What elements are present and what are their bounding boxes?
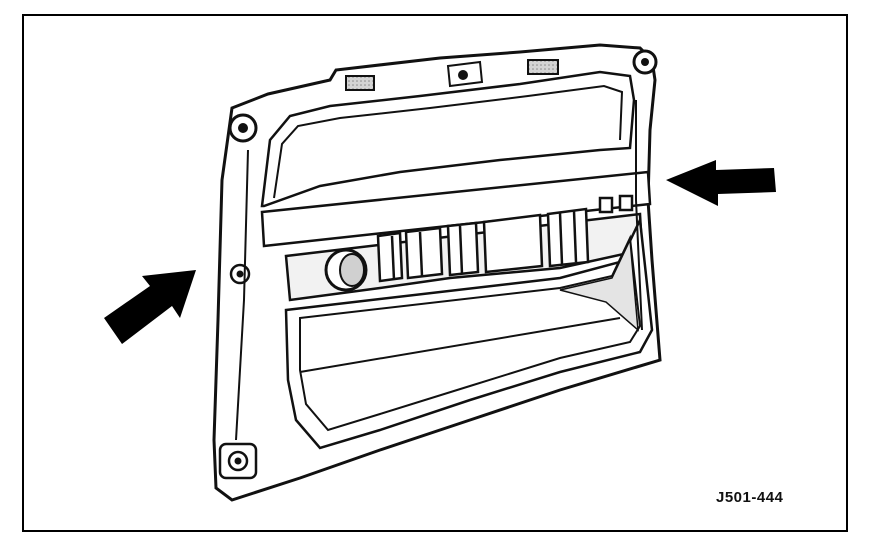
upper-inner-edge <box>273 84 624 199</box>
top-bracket-hole <box>458 70 468 80</box>
figure-reference-code: J501-444 <box>716 489 784 506</box>
top-tab-left <box>345 75 375 91</box>
mounting-boss-mid-left <box>229 263 251 285</box>
small-switch-2 <box>618 194 634 212</box>
control-knob <box>324 248 368 292</box>
mounting-boss-bottom-left <box>218 442 258 480</box>
right-arrow-icon <box>666 160 776 206</box>
mounting-boss-top-left <box>228 113 258 143</box>
switch-openings <box>376 207 590 283</box>
pocket-side-shade <box>559 237 639 332</box>
small-switch-1 <box>598 196 614 214</box>
upper-opening <box>260 70 636 208</box>
pocket-floor <box>299 317 621 373</box>
left-edge-line <box>235 149 249 441</box>
left-arrow-icon <box>104 270 196 344</box>
top-tab-right <box>527 59 559 75</box>
right-edge-line <box>635 100 643 331</box>
pocket-inner-rim <box>299 234 642 432</box>
mounting-boss-top-right <box>632 49 658 75</box>
switch-bank-strip <box>260 170 652 248</box>
